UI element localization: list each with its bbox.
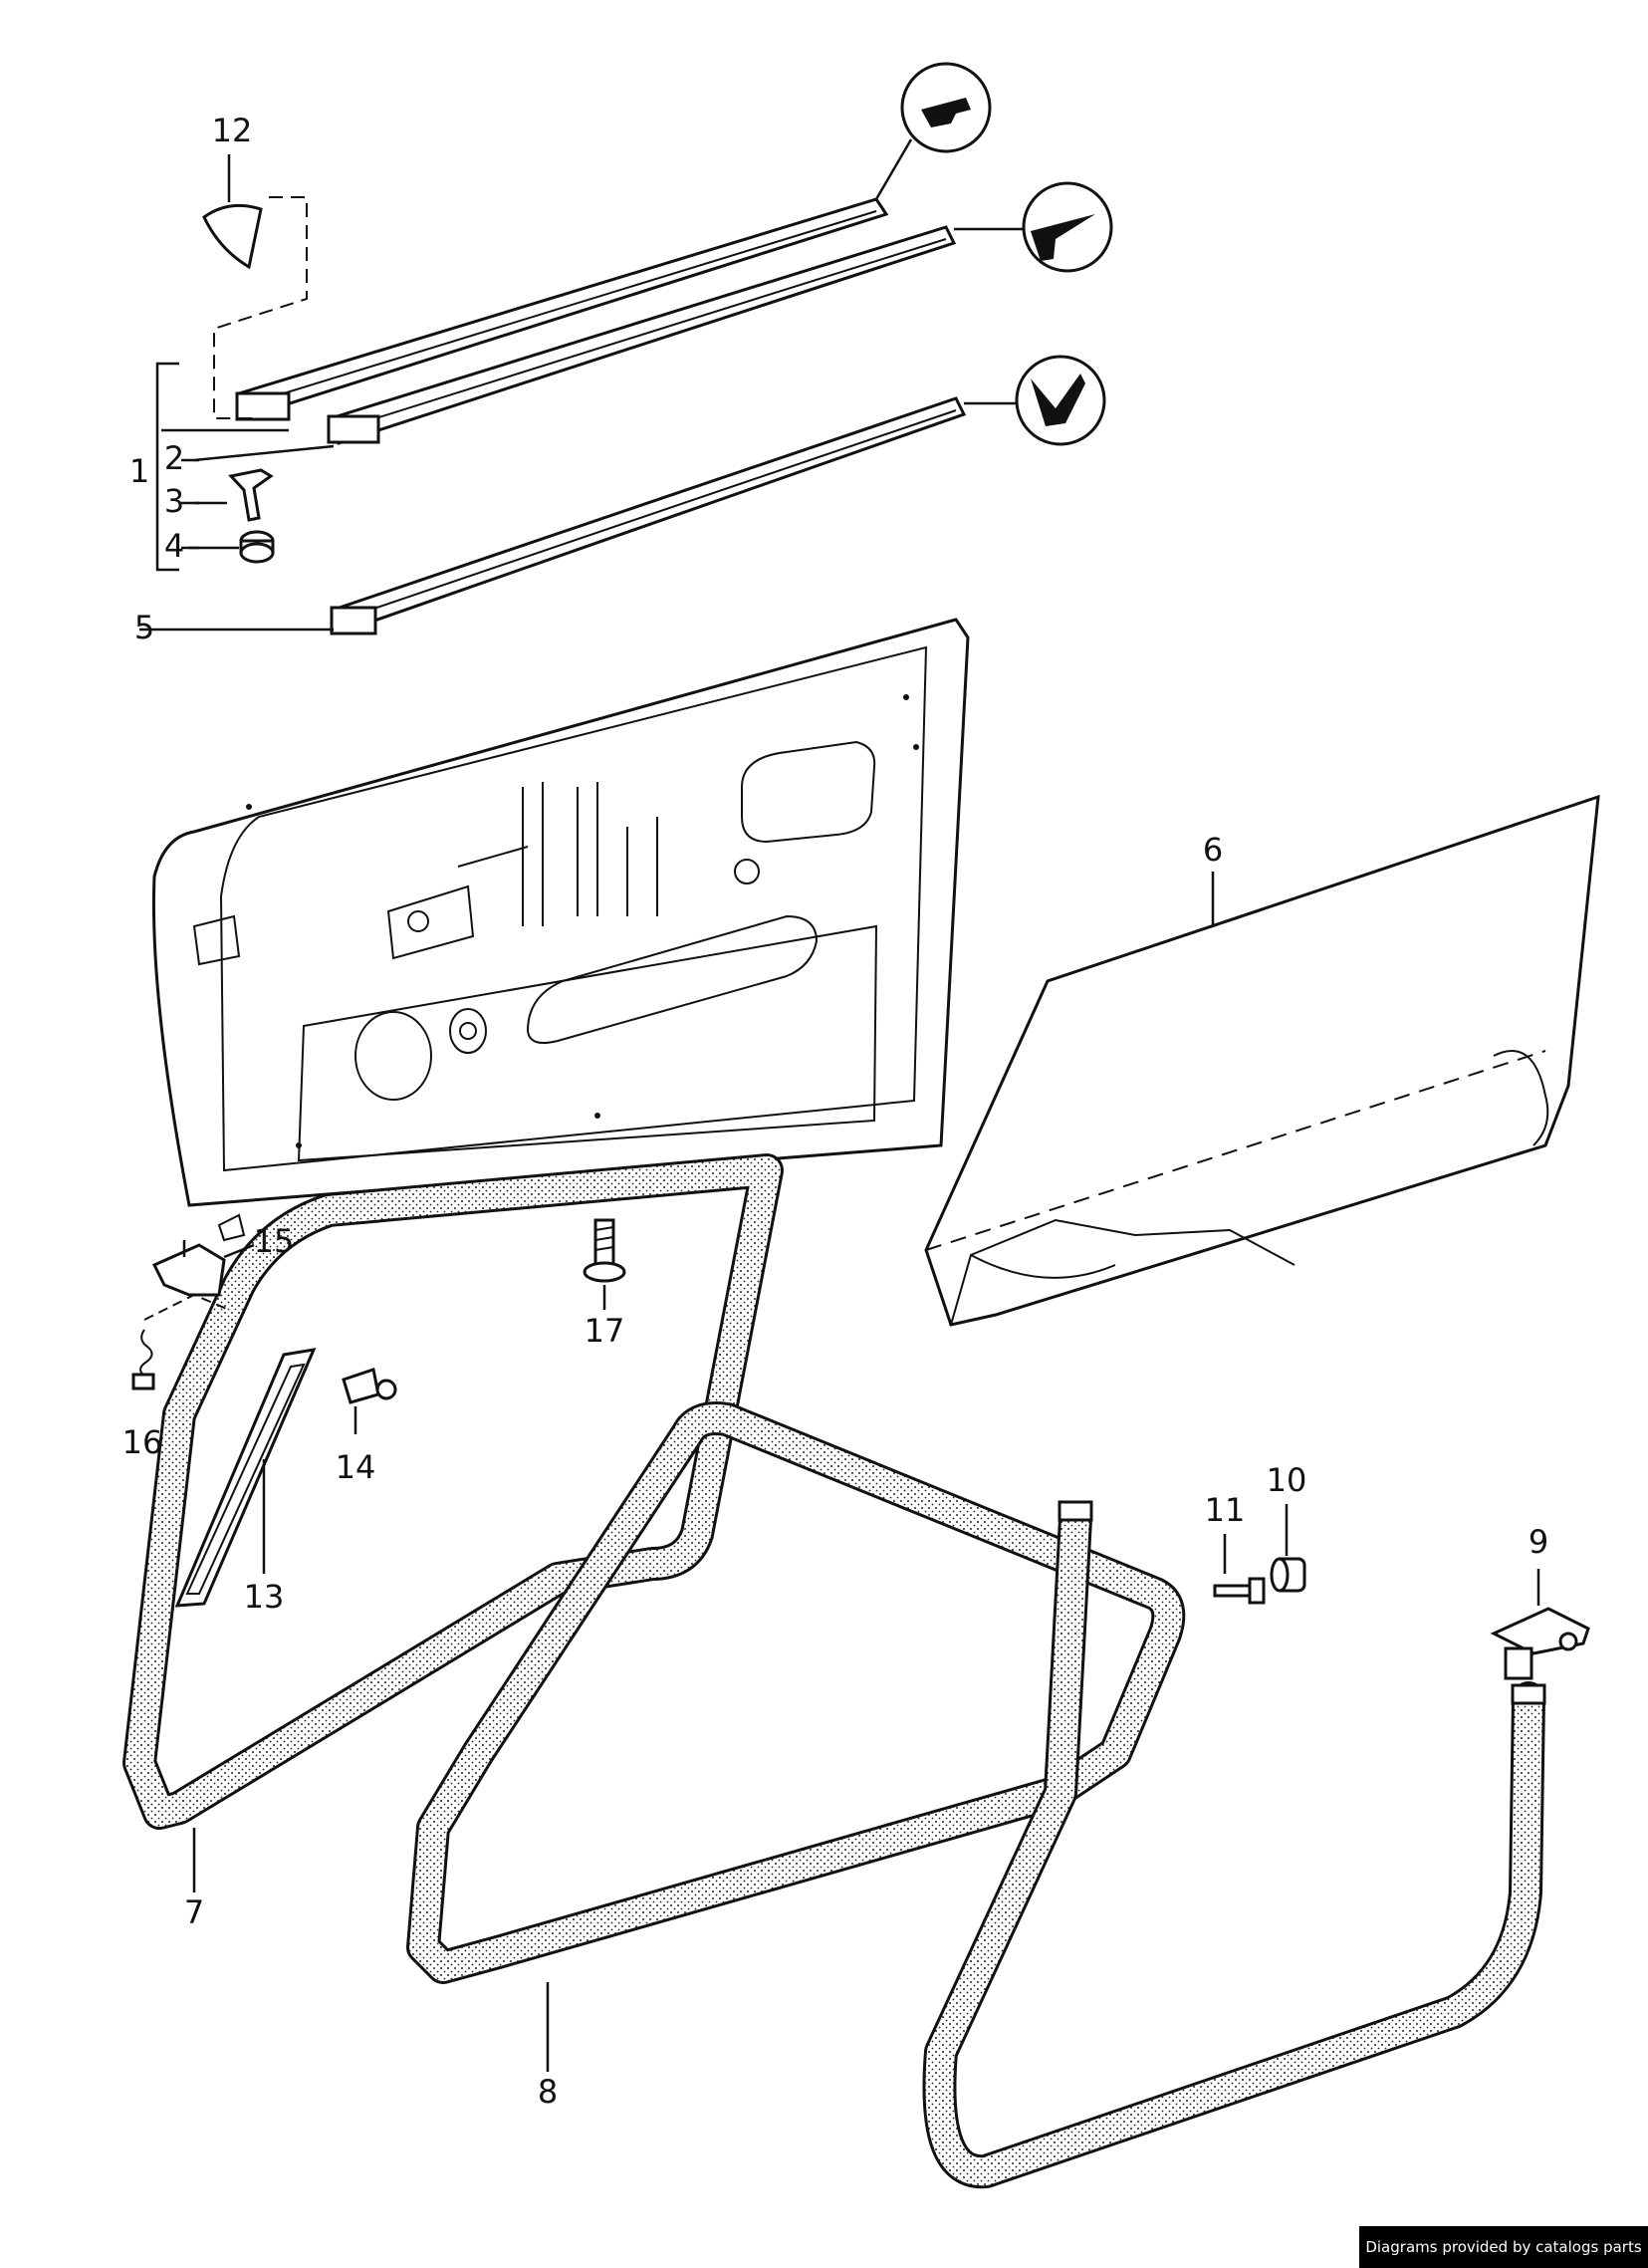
guide-strip-13 bbox=[174, 1348, 317, 1608]
grommet-4 bbox=[239, 530, 275, 564]
window-seal-lower bbox=[330, 396, 967, 635]
pin-14 bbox=[342, 1368, 397, 1434]
callout-9: 9 bbox=[1529, 1523, 1548, 1561]
door-shell bbox=[151, 618, 970, 1242]
clip-3 bbox=[228, 468, 274, 522]
door-seal-7 bbox=[122, 1153, 784, 1892]
plug-10 bbox=[1270, 1504, 1306, 1593]
callout-5: 5 bbox=[134, 609, 154, 646]
clip-9 bbox=[1490, 1569, 1590, 1680]
screw-11 bbox=[1213, 1534, 1266, 1605]
door-seal-8 bbox=[406, 1401, 1186, 2072]
callout-11: 11 bbox=[1205, 1491, 1246, 1529]
screw-17 bbox=[583, 1218, 626, 1310]
callout-10: 10 bbox=[1267, 1461, 1307, 1499]
leader-lines bbox=[181, 458, 199, 550]
credit-banner: Diagrams provided by catalogs parts bbox=[1359, 2226, 1648, 2268]
callout-12: 12 bbox=[212, 112, 253, 149]
profile-detail-3 bbox=[964, 355, 1106, 446]
profile-detail-1 bbox=[874, 62, 992, 200]
end-cap-12 bbox=[202, 154, 308, 419]
callout-3: 3 bbox=[164, 482, 184, 520]
bracket-15 bbox=[143, 1240, 255, 1321]
callout-13: 13 bbox=[244, 1578, 285, 1616]
callout-14: 14 bbox=[336, 1448, 376, 1486]
callout-2: 2 bbox=[164, 439, 184, 477]
profile-detail-2 bbox=[954, 181, 1113, 273]
callout-16: 16 bbox=[122, 1423, 163, 1461]
vapor-barrier-6 bbox=[924, 794, 1600, 1327]
callout-15: 15 bbox=[254, 1222, 295, 1260]
door-seal-9 bbox=[922, 1500, 1546, 2189]
callout-6: 6 bbox=[1203, 831, 1223, 869]
group-bracket bbox=[139, 362, 335, 631]
callout-7: 7 bbox=[184, 1893, 204, 1931]
callout-4: 4 bbox=[164, 527, 184, 565]
spring-16 bbox=[131, 1329, 155, 1390]
callout-8: 8 bbox=[538, 2073, 558, 2111]
callout-1: 1 bbox=[129, 452, 149, 490]
window-seal-inner bbox=[327, 225, 957, 445]
window-seal-outer bbox=[235, 197, 889, 421]
callout-17: 17 bbox=[585, 1312, 625, 1350]
